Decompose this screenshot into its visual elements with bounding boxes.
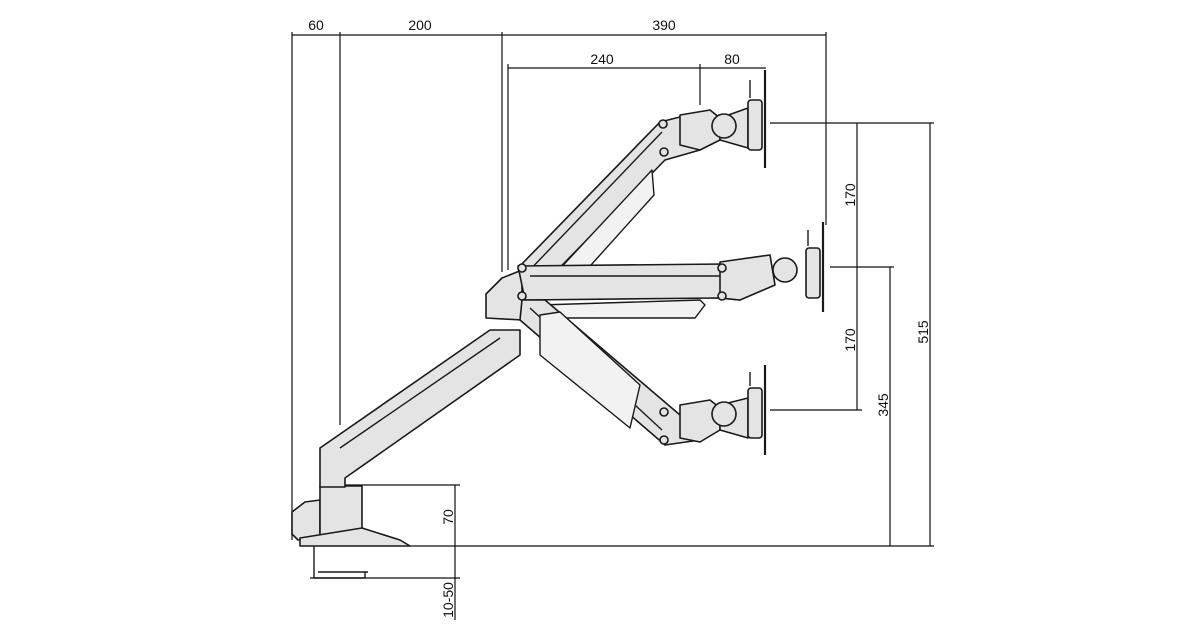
dim-label-mid-height: 345 <box>875 393 891 417</box>
dim-label-upper-travel: 170 <box>842 183 858 207</box>
dim-label-base-offset: 60 <box>308 17 324 33</box>
upper-arm-raised <box>517 70 767 299</box>
dim-label-tilt-head: 80 <box>724 51 740 67</box>
dim-label-upper-arm: 240 <box>590 51 614 67</box>
upper-arm-lowered <box>517 291 767 455</box>
dim-label-base-height: 70 <box>440 509 456 525</box>
desk-clamp <box>291 485 411 579</box>
dim-label-lower-arm: 200 <box>408 17 432 33</box>
dim-label-max-height: 515 <box>915 320 931 344</box>
lower-arm <box>319 269 523 488</box>
dimension-lines <box>291 32 934 620</box>
dim-label-lower-travel: 170 <box>842 328 858 352</box>
dim-label-upper-reach: 390 <box>652 17 676 33</box>
upper-arm-level <box>517 222 825 319</box>
dim-label-desk-thickness: 10-50 <box>440 582 456 618</box>
